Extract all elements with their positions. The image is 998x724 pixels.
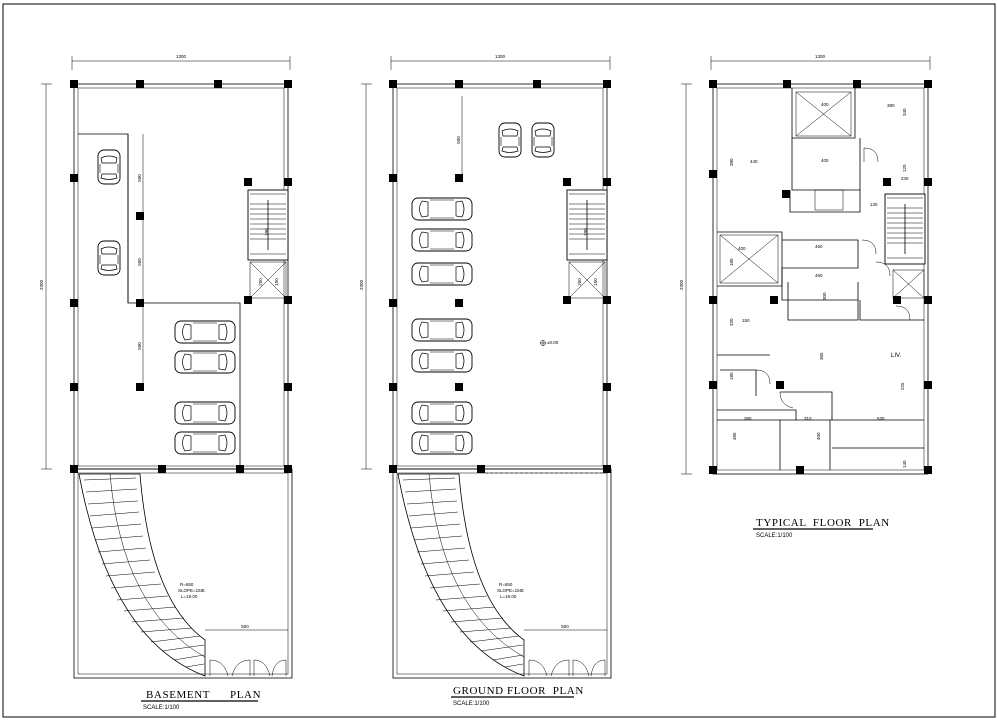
basement-dim-3: 500 (137, 342, 142, 350)
basement-width-dim: 1300 (176, 54, 187, 59)
typical-dim-9: 130 (870, 202, 878, 207)
stair-icon (247, 189, 289, 261)
ground-width-dim: 1300 (495, 54, 506, 59)
typical-dim-3: 380 (887, 103, 895, 108)
typical-dim-14: 365 (819, 352, 824, 360)
typical-dim-2: 400 (821, 158, 829, 163)
basement-front-dim: 500 (241, 624, 249, 629)
typical-dim-12: 150 (742, 318, 750, 323)
typical-dim-24: 120 (902, 164, 907, 172)
basement-dim-5: 250 (258, 278, 263, 286)
basement-ramp-hatch (83, 477, 205, 668)
typical-dim-1: 400 (821, 102, 829, 107)
ground-ramp-slope: SLOPE=15IE (497, 588, 524, 593)
typical-dim-15: 225 (900, 382, 905, 390)
car-icon (411, 431, 473, 455)
typical-dim-10: 300 (822, 292, 827, 300)
car-icon (411, 228, 473, 252)
typical-floor-plan: 1300 2300 (679, 54, 932, 539)
car-icon (97, 240, 121, 276)
basement-ramp-length: L=19.00 (181, 594, 198, 599)
typical-dim-19: 485 (732, 432, 737, 440)
typical-interior-walls (717, 88, 924, 470)
typical-dim-7: 400 (738, 246, 746, 251)
stair-icon (566, 189, 608, 261)
ground-dim-4: 150 (593, 278, 598, 286)
sheet-border (2, 3, 996, 718)
typical-dim-13: 320 (729, 318, 734, 326)
typical-dim-17: 310 (804, 416, 812, 421)
typical-dim-11: 180 (729, 372, 734, 380)
ground-front-dim: 500 (561, 624, 569, 629)
typical-plan-title: TYPICAL FLOOR PLAN (756, 517, 890, 529)
car-icon (174, 431, 236, 455)
basement-ramp-radius: R=650 (180, 582, 194, 587)
typical-dim-0: 440 (750, 159, 758, 164)
ground-dim-3: 250 (577, 278, 582, 286)
ground-length-dim: 2300 (359, 279, 364, 290)
ground-gate-icon (528, 659, 606, 677)
basement-gate-icon (209, 659, 287, 677)
basement-ramp-slope: SLOPE=15IE (178, 588, 205, 593)
typical-length-dim: 2300 (679, 279, 684, 290)
typical-dim-21: 140 (902, 460, 907, 468)
typical-dim-16: 380 (744, 416, 752, 421)
car-icon (174, 401, 236, 425)
ground-ramp-length: L=19.00 (500, 594, 517, 599)
typical-room-label: LIV. (891, 353, 901, 359)
car-icon (411, 318, 473, 342)
basement-plan: 1300 2300 500 500 500 (39, 54, 293, 711)
basement-dim-1: 500 (137, 174, 142, 182)
car-icon (498, 122, 522, 158)
ground-dim-2: 190 (583, 228, 588, 236)
typical-dim-4: 380 (729, 158, 734, 166)
car-icon (411, 262, 473, 286)
basement-plan-scale: SCALE:1/100 (143, 705, 180, 711)
typical-dim-23: 240 (901, 176, 909, 181)
car-icon (411, 401, 473, 425)
typical-dim-8: 340 (902, 108, 907, 116)
ground-plan-title: GROUND FLOOR PLAN (453, 685, 584, 697)
basement-dim-4: 190 (264, 228, 269, 236)
typical-columns (709, 80, 932, 474)
ground-ramp-hatch (402, 477, 524, 668)
typical-dim-6: 460 (815, 273, 823, 278)
car-icon (97, 149, 121, 185)
basement-dim-2: 500 (137, 258, 142, 266)
ground-ramp-radius: R=650 (499, 582, 513, 587)
basement-dim-6: 150 (274, 278, 279, 286)
ground-plan-scale: SCALE:1/100 (453, 701, 490, 707)
typical-plan-scale: SCALE:1/100 (756, 533, 793, 539)
stair-icon (884, 193, 926, 265)
ground-floor-plan: 1300 2300 500 190 250 150 (359, 54, 612, 707)
typical-dim-22: 180 (729, 258, 734, 266)
car-icon (174, 320, 236, 344)
ground-columns (389, 80, 611, 473)
car-icon (174, 350, 236, 374)
car-icon (531, 122, 555, 158)
typical-dim-5: 460 (815, 244, 823, 249)
ground-level-label: ±0.00 (547, 340, 559, 345)
basement-plan-title: BASEMENT PLAN (146, 689, 261, 701)
typical-width-dim: 1300 (815, 54, 826, 59)
car-icon (411, 349, 473, 373)
car-icon (411, 197, 473, 221)
ground-dim-1: 500 (456, 136, 461, 144)
typical-dim-20: 400 (816, 432, 821, 440)
basement-length-dim: 2300 (39, 279, 44, 290)
typical-dim-18: 530 (877, 416, 885, 421)
